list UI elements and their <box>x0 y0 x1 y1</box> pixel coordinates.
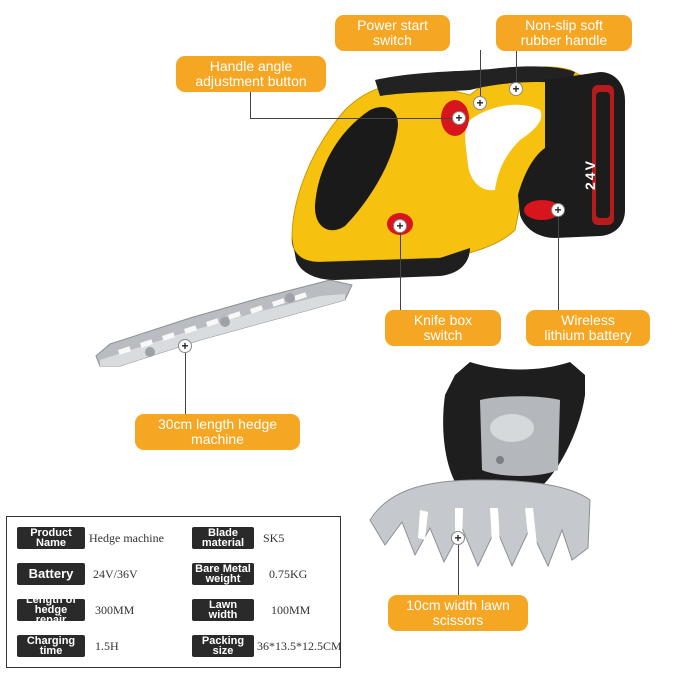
spec-value: 100MM <box>271 602 311 617</box>
spec-label: Charging time <box>17 635 85 657</box>
spec-label: Blade material <box>192 527 254 549</box>
leader-line-battery <box>558 210 559 314</box>
hedge-blade <box>95 279 353 367</box>
spec-label: Product Name <box>17 527 85 549</box>
spec-value: Hedge machine <box>89 530 164 545</box>
plus-marker-icon: + <box>178 339 192 353</box>
spec-label: Bare Metal weight <box>192 563 254 585</box>
callout-hedge-length: 30cm length hedge machine <box>135 414 300 450</box>
spec-label: Lawn width <box>192 599 254 621</box>
leader-line-angle-h <box>250 118 455 119</box>
spec-row: Length of hedge repair 300MM Lawn width … <box>7 593 340 631</box>
leader-line-scissors <box>458 538 459 598</box>
spec-label: Packing size <box>192 635 254 657</box>
spec-value: 0.75KG <box>269 566 308 581</box>
spec-row: Charging time 1.5H Packing size 36*13.5*… <box>7 627 342 665</box>
hedge-trimmer-body <box>291 66 625 280</box>
spec-value: 300MM <box>95 602 135 617</box>
spec-label: Length of hedge repair <box>17 595 85 626</box>
plus-marker-icon: + <box>452 111 466 125</box>
spec-value: 1.5H <box>95 638 119 653</box>
spec-row: Battery 24V/36V Bare Metal weight 0.75KG <box>7 557 340 595</box>
callout-handle-angle-button: Handle angle adjustment button <box>176 56 326 92</box>
leader-line-hedge <box>185 345 186 417</box>
spec-label: Battery <box>17 563 85 585</box>
lawn-scissors-attachment <box>369 362 591 568</box>
leader-line-knife <box>400 226 401 312</box>
callout-wireless-battery: Wireless lithium battery <box>526 310 650 346</box>
battery-voltage-label: 24V <box>582 159 598 190</box>
spec-value: 36*13.5*12.5CM <box>257 638 342 653</box>
spec-value: SK5 <box>263 530 285 545</box>
plus-marker-icon: + <box>551 203 565 217</box>
plus-marker-icon: + <box>393 219 407 233</box>
spec-table: Product Name Hedge machine Blade materia… <box>6 516 342 668</box>
callout-knife-box-switch: Knife box switch <box>385 310 501 346</box>
callout-power-start-switch: Power start switch <box>335 15 450 51</box>
spec-value: 24V/36V <box>93 566 138 581</box>
plus-marker-icon: + <box>473 96 487 110</box>
plus-marker-icon: + <box>451 531 465 545</box>
spec-row: Product Name Hedge machine Blade materia… <box>7 519 340 557</box>
leader-line-power <box>480 50 481 102</box>
leader-line-handle-grip <box>516 50 517 88</box>
plus-marker-icon: + <box>509 82 523 96</box>
callout-non-slip-handle: Non-slip soft rubber handle <box>496 15 632 51</box>
leader-line-angle-v <box>250 86 251 118</box>
callout-lawn-scissors-width: 10cm width lawn scissors <box>388 595 528 631</box>
